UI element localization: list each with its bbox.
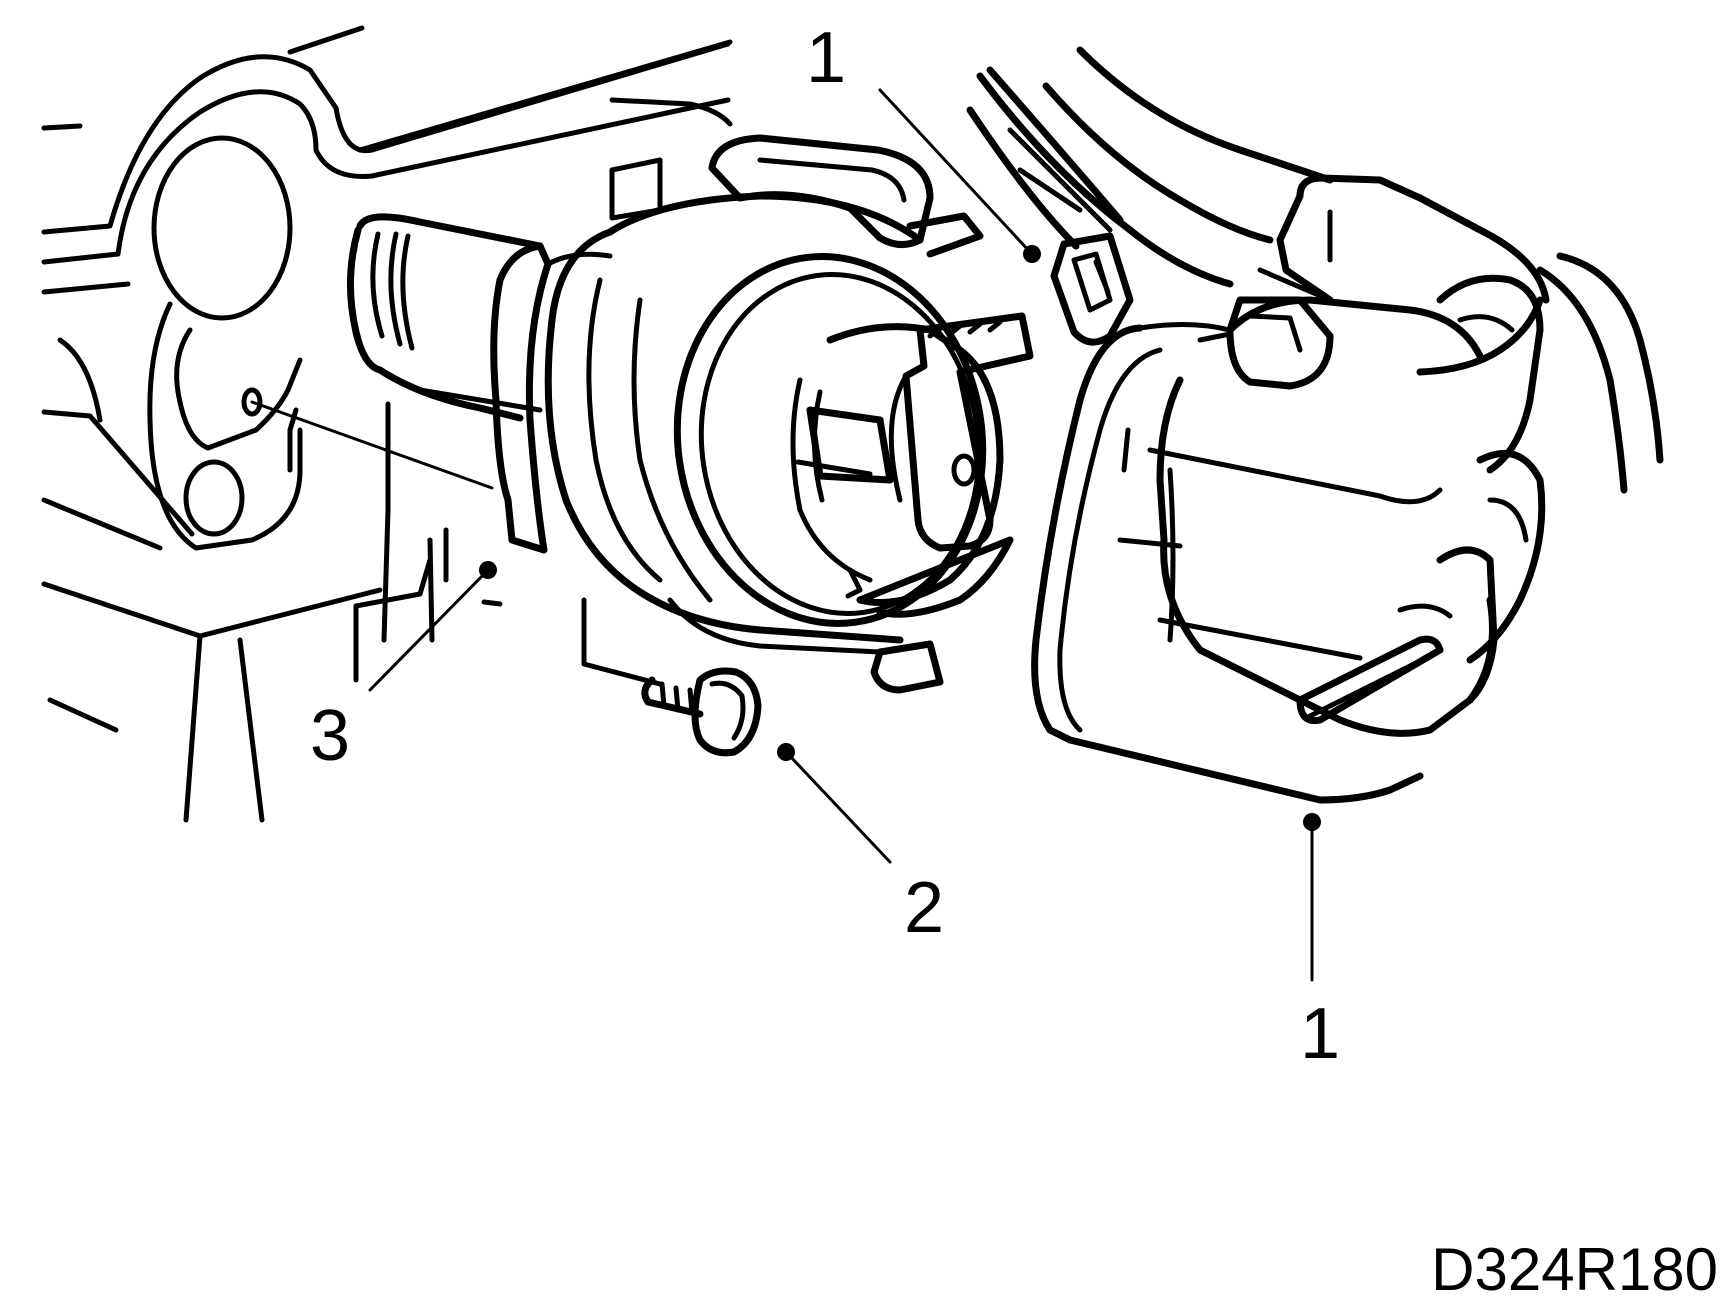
callout-2: 2 (904, 868, 944, 948)
leader-dot-1-top (1023, 245, 1041, 263)
callout-1-bottom: 1 (1300, 994, 1340, 1074)
distributor-cap (1031, 174, 1550, 804)
mounting-bolt (641, 667, 762, 757)
leader-dot-2 (777, 743, 795, 761)
leader-dot-1-bottom (1303, 813, 1321, 831)
ignition-leads (966, 46, 1664, 494)
leader-dot-3 (479, 561, 497, 579)
engine-housing (41, 25, 733, 823)
distributor-body (490, 134, 1034, 694)
callout-1-top: 1 (806, 18, 846, 98)
distributor-shaft (346, 213, 544, 422)
leader-lines (250, 88, 1321, 982)
figure-reference-code: D324R180 (1431, 1236, 1718, 1303)
callout-3: 3 (310, 696, 350, 776)
